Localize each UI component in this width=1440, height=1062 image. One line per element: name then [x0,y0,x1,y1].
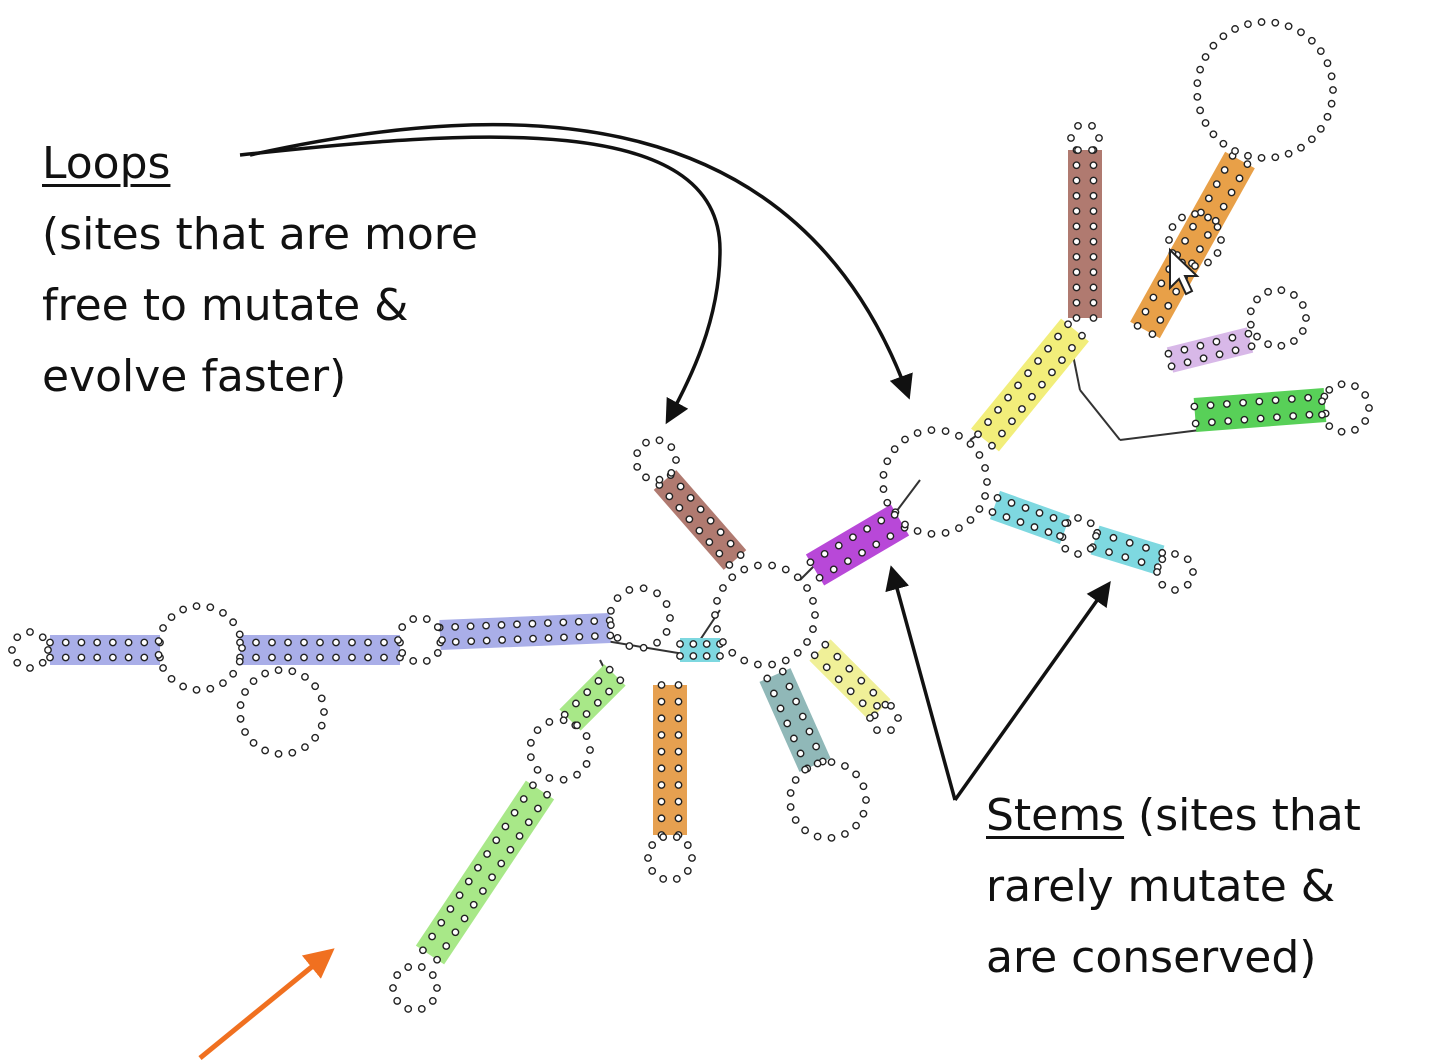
bulge-loop-below [236,666,328,758]
internal-loop-lightgreen [526,716,594,784]
internal-loop-mid [394,615,446,665]
hairpin-loop-cyan [1153,550,1197,594]
stem-blue-1 [46,635,164,665]
loops-line-2: free to mutate & [42,280,409,331]
stem-cyan-2 [1088,525,1167,575]
hairpin-loop-brown-tall [1067,121,1103,155]
stems-line-2: rarely mutate & [986,861,1336,912]
stem-teal [759,667,831,773]
stem-lavender [1164,327,1256,373]
stem-peach [653,681,687,839]
stem-lightyellow [809,639,891,721]
mouse-cursor-icon [1169,247,1200,296]
loops-arrow-left [239,135,722,425]
stem-yellow [971,318,1089,452]
internal-loop-left [154,602,246,694]
hairpin-loop-top-right [1193,18,1337,162]
stem-green [1190,388,1330,432]
rna-loops [8,18,1373,1013]
stems-arrows [885,565,1111,802]
loops-arrow-right [249,122,913,400]
stem-magenta [805,504,910,586]
stem-brown-left [653,470,747,570]
stem-orange-upper [1130,151,1255,339]
multi-loop-junction-b [711,561,819,669]
hairpin-loop-peach [644,833,696,883]
multi-loop-junction-a [606,584,674,652]
stems-arrow-right [953,581,1111,802]
internal-loop-cyan [1056,514,1100,558]
stem-cyan-small [676,638,724,662]
hairpin-loop-lightyellow [866,701,902,735]
stem-blue-2 [236,635,404,665]
stem-lightgreen-long [415,780,555,965]
multi-loop-junction-c [879,426,991,538]
hairpin-loop-green [1318,380,1373,436]
stem-brown-tall [1068,146,1102,322]
loops-line-1: (sites that are more [42,209,479,260]
stem-lightgreen-short [559,664,626,731]
loops-heading: Loops [42,138,171,189]
loops-annotation: Loops (sites that are more free to mutat… [42,128,478,412]
orange-pointer-arrow [198,948,335,1060]
rna-stems [46,146,1330,965]
hairpin-loop-teal [786,758,870,842]
hairpin-loop-far-left [8,628,52,672]
stems-annotation: Stems (sites that rarely mutate & are co… [986,780,1361,993]
stems-line-3: are conserved) [986,932,1317,983]
hairpin-loop-lightgreen [389,963,441,1013]
loops-arrows [239,122,913,425]
stems-heading-suffix: (sites that [1124,790,1361,841]
hairpin-loop-lavender [1246,286,1310,350]
stem-blue-3 [435,613,615,650]
hairpin-loop-top-left [633,436,680,484]
loops-line-3: evolve faster) [42,351,347,402]
stems-heading: Stems [986,790,1125,841]
stems-arrow-left [885,565,957,801]
stems-first-line: Stems (sites that [986,780,1361,851]
